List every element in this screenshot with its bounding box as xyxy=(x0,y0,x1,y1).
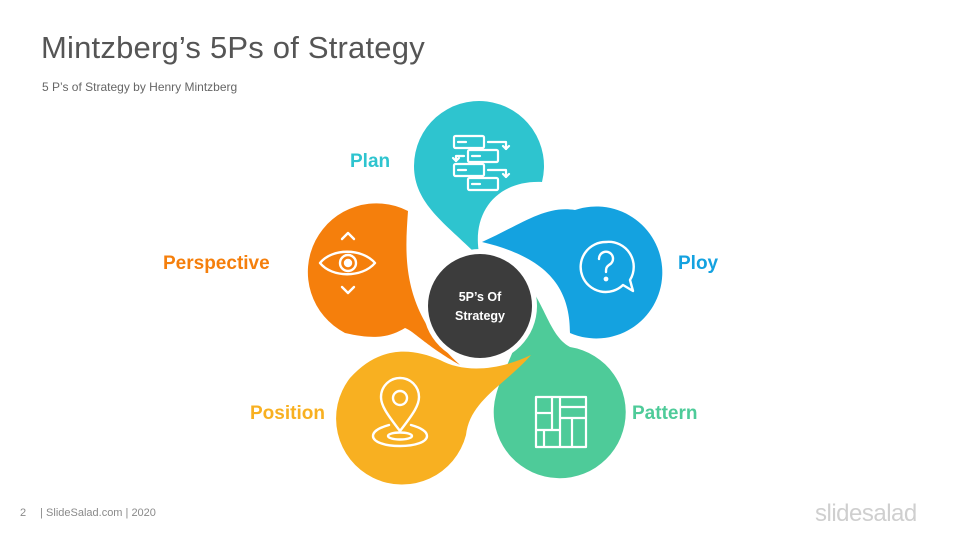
petal-perspective xyxy=(307,203,460,365)
label-plan: Plan xyxy=(350,151,391,172)
grid-pattern-icon xyxy=(534,395,588,449)
label-pattern: Pattern xyxy=(632,403,698,424)
petal-position xyxy=(336,351,531,485)
footer-text: | SlideSalad.com | 2020 xyxy=(40,507,156,519)
page-number: 2 xyxy=(20,507,27,519)
center-hub: 5P’s Of Strategy xyxy=(423,249,537,363)
center-label-line2: Strategy xyxy=(455,309,505,323)
slide-footer: 2 | SlideSalad.com | 2020 xyxy=(20,507,156,519)
label-perspective: Perspective xyxy=(163,253,270,274)
location-pin-icon xyxy=(371,376,429,448)
label-ploy: Ploy xyxy=(678,253,719,274)
eye-icon xyxy=(318,231,377,295)
label-position: Position xyxy=(250,403,325,424)
petal-ploy-shape xyxy=(482,206,663,339)
petal-plan-shape xyxy=(414,101,544,258)
flow-boxes-icon xyxy=(451,134,511,192)
slide-title: Mintzberg’s 5Ps of Strategy xyxy=(41,30,425,65)
brand-logo: slidesalad xyxy=(815,500,917,527)
center-circle xyxy=(428,254,532,358)
petal-ploy xyxy=(482,206,663,339)
petal-perspective-shape xyxy=(307,203,460,365)
question-bubble-icon xyxy=(579,240,635,294)
center-label-line1: 5P’s Of xyxy=(459,290,502,304)
slide-subtitle: 5 P’s of Strategy by Henry Mintzberg xyxy=(42,80,238,94)
petal-plan xyxy=(414,101,544,258)
